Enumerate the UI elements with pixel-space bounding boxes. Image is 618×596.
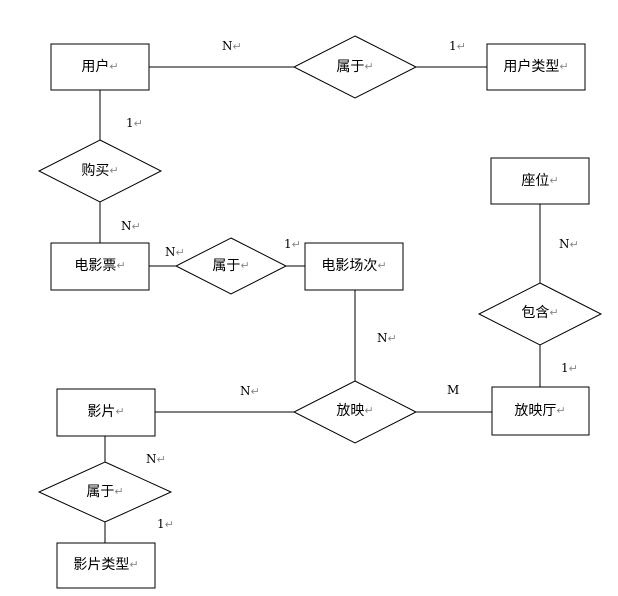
entity-film-label: 影片 bbox=[87, 404, 115, 420]
svg-text:属于↵: 属于↵ bbox=[336, 59, 373, 75]
entity-seat-label: 座位 bbox=[521, 173, 549, 189]
svg-text:N↵: N↵ bbox=[121, 219, 141, 233]
svg-text:N↵: N↵ bbox=[240, 384, 260, 398]
edges bbox=[99, 66, 541, 543]
paragraph-mark-icon: ↵ bbox=[176, 246, 185, 259]
relationship-user-belongs-label: 属于 bbox=[336, 59, 364, 75]
cardinality-ticket-ticket-belongs: N bbox=[165, 245, 176, 259]
svg-text:包含↵: 包含↵ bbox=[521, 305, 558, 321]
entity-user-type: 用户类型↵ bbox=[486, 43, 586, 91]
relationship-ticket-belongs-label: 属于 bbox=[212, 258, 240, 274]
paragraph-mark-icon: ↵ bbox=[569, 362, 578, 375]
cardinality-user-user-belongs: N bbox=[222, 39, 233, 53]
paragraph-mark-icon: ↵ bbox=[457, 40, 466, 53]
svg-text:影片类型↵: 影片类型↵ bbox=[73, 557, 138, 573]
entity-film-type-label: 影片类型 bbox=[73, 557, 129, 573]
entity-ticket: 电影票↵ bbox=[50, 242, 150, 291]
svg-text:1↵: 1↵ bbox=[561, 361, 578, 375]
paragraph-mark-icon: ↵ bbox=[134, 117, 143, 130]
paragraph-mark-icon: ↵ bbox=[556, 404, 565, 417]
svg-text:N↵: N↵ bbox=[559, 237, 579, 251]
cardinalities: N↵ 1↵ 1↵ N↵ N↵ 1↵ N↵ N↵ 1↵ N↵ M N↵ 1↵ bbox=[121, 39, 579, 531]
paragraph-mark-icon: ↵ bbox=[240, 259, 249, 272]
entity-screening-label: 电影场次 bbox=[321, 258, 377, 274]
relationship-purchase: 购买↵ bbox=[37, 139, 163, 203]
relationship-contains: 包含↵ bbox=[477, 282, 603, 346]
entity-hall: 放映厅↵ bbox=[491, 386, 590, 436]
cardinality-show-hall: M bbox=[447, 383, 459, 397]
relationship-contains-label: 包含 bbox=[521, 305, 549, 321]
paragraph-mark-icon: ↵ bbox=[570, 238, 579, 251]
paragraph-mark-icon: ↵ bbox=[364, 404, 373, 417]
relationship-ticket-belongs: 属于↵ bbox=[174, 237, 288, 295]
paragraph-mark-icon: ↵ bbox=[116, 259, 125, 272]
svg-text:N↵: N↵ bbox=[146, 452, 166, 466]
svg-text:N↵: N↵ bbox=[222, 39, 242, 53]
relationship-film-belongs-label: 属于 bbox=[86, 484, 114, 500]
svg-text:属于↵: 属于↵ bbox=[86, 484, 123, 500]
cardinality-seat-contains: N bbox=[559, 237, 570, 251]
entity-user: 用户↵ bbox=[50, 43, 150, 91]
svg-text:放映↵: 放映↵ bbox=[336, 403, 373, 419]
cardinality-contains-hall: 1 bbox=[561, 361, 569, 375]
cardinality-user-purchase: 1 bbox=[126, 116, 134, 130]
svg-text:1↵: 1↵ bbox=[284, 237, 301, 251]
paragraph-mark-icon: ↵ bbox=[165, 518, 174, 531]
paragraph-mark-icon: ↵ bbox=[549, 306, 558, 319]
svg-text:1↵: 1↵ bbox=[449, 39, 466, 53]
svg-text:N↵: N↵ bbox=[377, 331, 397, 345]
relationship-film-belongs: 属于↵ bbox=[37, 461, 173, 523]
cardinality-purchase-ticket: N bbox=[121, 219, 132, 233]
entity-film: 影片↵ bbox=[56, 388, 156, 437]
cardinality-ticket-belongs-screening: 1 bbox=[284, 237, 292, 251]
entity-screening: 电影场次↵ bbox=[304, 242, 404, 291]
entity-ticket-label: 电影票 bbox=[74, 258, 116, 274]
paragraph-mark-icon: ↵ bbox=[364, 60, 373, 73]
svg-text:座位↵: 座位↵ bbox=[521, 173, 558, 189]
paragraph-mark-icon: ↵ bbox=[115, 405, 124, 418]
svg-text:放映厅↵: 放映厅↵ bbox=[514, 403, 565, 419]
entity-hall-label: 放映厅 bbox=[514, 403, 556, 419]
paragraph-mark-icon: ↵ bbox=[132, 220, 141, 233]
paragraph-mark-icon: ↵ bbox=[251, 385, 260, 398]
svg-text:影片↵: 影片↵ bbox=[87, 404, 124, 420]
paragraph-mark-icon: ↵ bbox=[549, 174, 558, 187]
cardinality-screening-show: N bbox=[377, 331, 388, 345]
paragraph-mark-icon: ↵ bbox=[109, 164, 118, 177]
svg-text:属于↵: 属于↵ bbox=[212, 258, 249, 274]
svg-text:电影票↵: 电影票↵ bbox=[74, 258, 125, 274]
relationship-purchase-label: 购买 bbox=[81, 163, 109, 179]
cardinality-user-belongs-user-type: 1 bbox=[449, 39, 457, 53]
svg-text:购买↵: 购买↵ bbox=[81, 163, 118, 179]
svg-text:1↵: 1↵ bbox=[126, 116, 143, 130]
entity-film-type: 影片类型↵ bbox=[56, 542, 156, 589]
paragraph-mark-icon: ↵ bbox=[114, 485, 123, 498]
svg-text:电影场次↵: 电影场次↵ bbox=[321, 258, 386, 274]
entity-seat: 座位↵ bbox=[490, 157, 590, 205]
paragraph-mark-icon: ↵ bbox=[109, 60, 118, 73]
cardinality-film-film-belongs: N bbox=[146, 452, 157, 466]
entity-user-label: 用户 bbox=[81, 58, 109, 75]
svg-text:N↵: N↵ bbox=[165, 245, 185, 259]
svg-text:用户↵: 用户↵ bbox=[81, 58, 118, 75]
paragraph-mark-icon: ↵ bbox=[559, 60, 568, 73]
cardinality-film-show: N bbox=[240, 384, 251, 398]
relationship-user-belongs: 属于↵ bbox=[292, 35, 418, 99]
paragraph-mark-icon: ↵ bbox=[129, 558, 138, 571]
relationship-show: 放映↵ bbox=[292, 380, 418, 444]
cardinality-film-belongs-film-type: 1 bbox=[157, 517, 165, 531]
paragraph-mark-icon: ↵ bbox=[377, 259, 386, 272]
entity-user-type-label: 用户类型 bbox=[503, 58, 559, 75]
paragraph-mark-icon: ↵ bbox=[388, 332, 397, 345]
relationship-show-label: 放映 bbox=[336, 403, 364, 419]
paragraph-mark-icon: ↵ bbox=[233, 40, 242, 53]
svg-text:1↵: 1↵ bbox=[157, 517, 174, 531]
svg-text:用户类型↵: 用户类型↵ bbox=[503, 58, 568, 75]
paragraph-mark-icon: ↵ bbox=[292, 238, 301, 251]
paragraph-mark-icon: ↵ bbox=[157, 453, 166, 466]
